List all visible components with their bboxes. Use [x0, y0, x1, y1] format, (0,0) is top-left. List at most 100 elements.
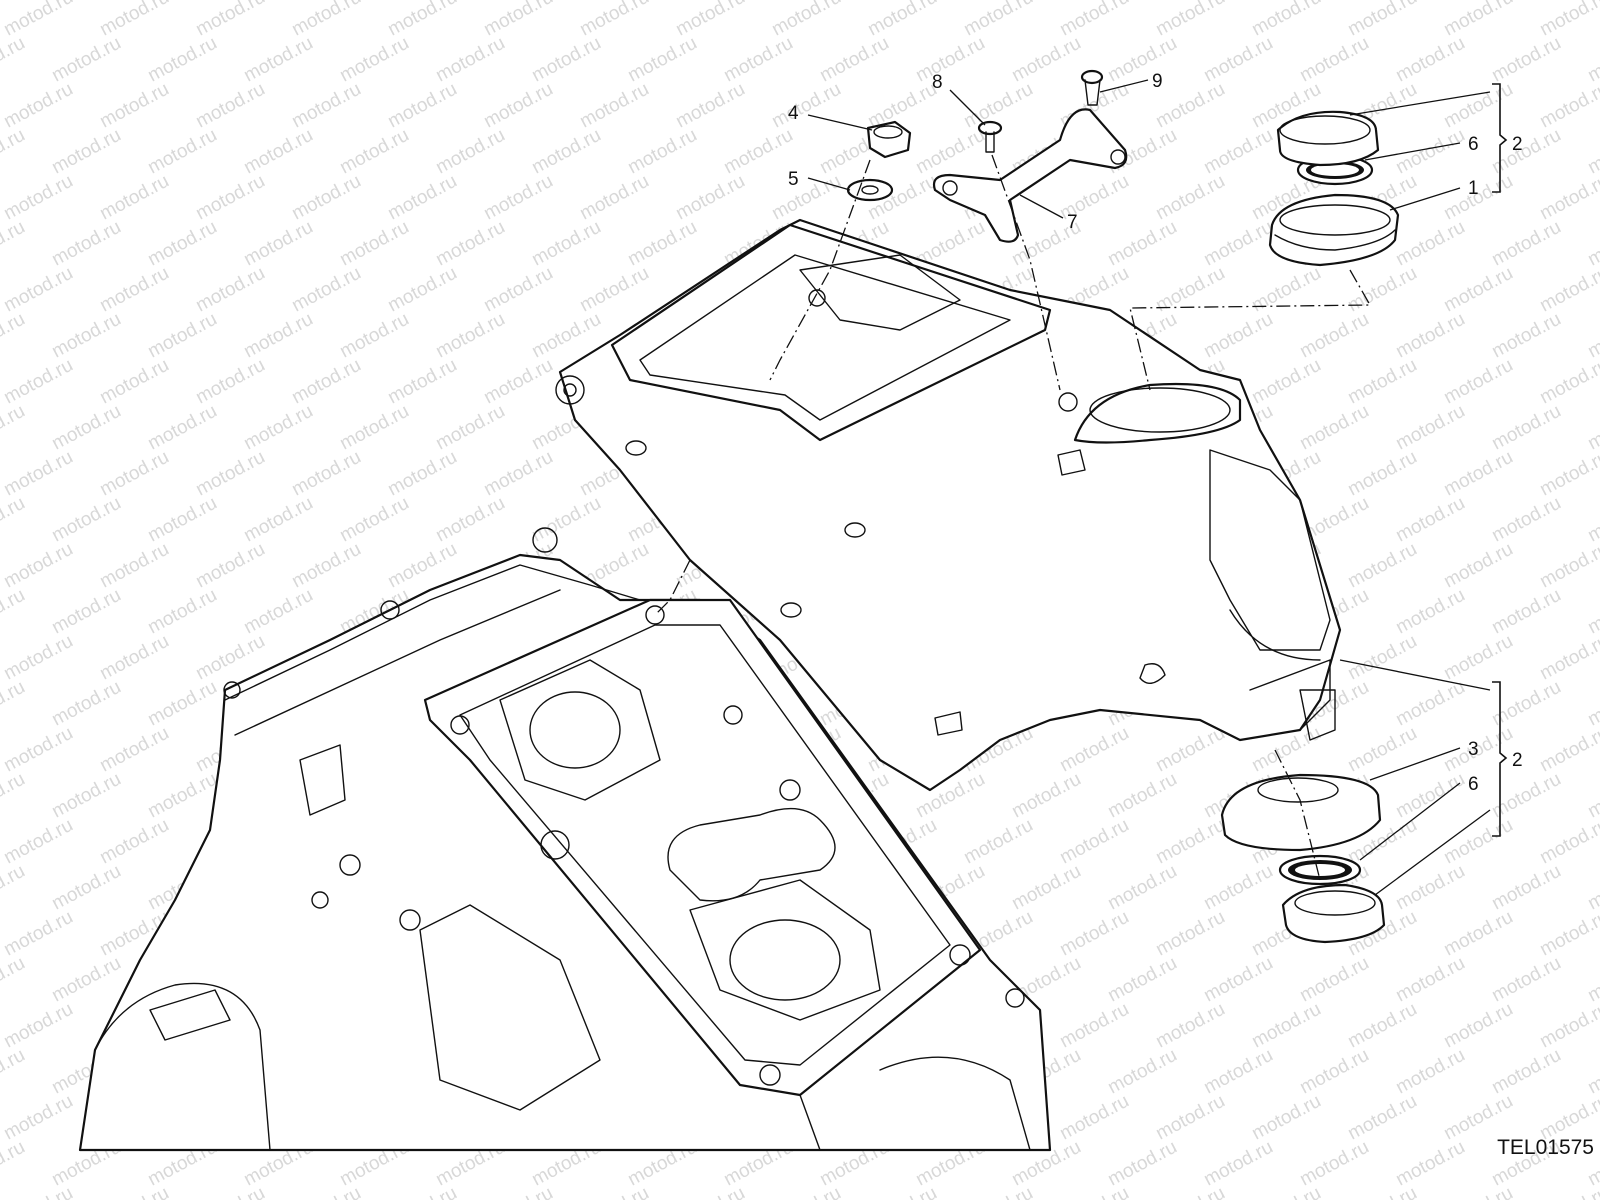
- watermark-text: motod.ru: [1440, 79, 1516, 133]
- part-lower-bearing: [1281, 883, 1386, 944]
- watermark-text: motod.ru: [192, 171, 268, 225]
- watermark-text: motod.ru: [816, 33, 892, 87]
- watermark-text: motod.ru: [1440, 907, 1516, 961]
- watermark-text: motod.ru: [384, 447, 460, 501]
- watermark-text: motod.ru: [1200, 125, 1276, 179]
- watermark-text: motod.ru: [240, 401, 316, 455]
- watermark-text: motod.ru: [0, 999, 76, 1053]
- watermark-text: motod.ru: [1344, 263, 1420, 317]
- watermark-text: motod.ru: [1392, 493, 1468, 547]
- watermark-text: motod.ru: [0, 1137, 29, 1191]
- watermark-text: motod.ru: [624, 217, 700, 271]
- watermark-text: motod.ru: [1152, 1091, 1228, 1145]
- watermark-text: motod.ru: [0, 447, 76, 501]
- watermark-text: motod.ru: [1200, 861, 1276, 915]
- watermark-text: motod.ru: [384, 0, 460, 40]
- watermark-text: motod.ru: [1392, 585, 1468, 639]
- watermark-text: motod.ru: [528, 217, 604, 271]
- watermark-text: motod.ru: [144, 401, 220, 455]
- watermark-text: motod.ru: [144, 33, 220, 87]
- watermark-text: motod.ru: [720, 33, 796, 87]
- watermark-text: motod.ru: [1104, 1137, 1180, 1191]
- watermark-text: motod.ru: [1344, 355, 1420, 409]
- watermark-text: motod.ru: [1584, 217, 1600, 271]
- watermark-text: motod.ru: [144, 125, 220, 179]
- watermark-text: motod.ru: [576, 1183, 652, 1200]
- watermark-text: motod.ru: [48, 309, 124, 363]
- watermark-text: motod.ru: [1488, 309, 1564, 363]
- watermark-text: motod.ru: [1392, 953, 1468, 1007]
- watermark-text: motod.ru: [336, 33, 412, 87]
- watermark-text: motod.ru: [1392, 309, 1468, 363]
- watermark-text: motod.ru: [192, 355, 268, 409]
- part-lower-cup: [1220, 773, 1382, 852]
- watermark-text: motod.ru: [384, 171, 460, 225]
- watermark-text: motod.ru: [0, 263, 76, 317]
- assembly-axes: [654, 154, 1372, 881]
- watermark-text: motod.ru: [672, 0, 748, 40]
- watermark-text: motod.ru: [1104, 861, 1180, 915]
- watermark-text: motod.ru: [1392, 125, 1468, 179]
- braces: [1492, 83, 1508, 837]
- watermark-text: motod.ru: [240, 585, 316, 639]
- watermark-text: motod.ru: [144, 309, 220, 363]
- watermark-text: motod.ru: [1008, 861, 1084, 915]
- watermark-text: motod.ru: [1440, 355, 1516, 409]
- watermark-text: motod.ru: [1152, 907, 1228, 961]
- watermark-text: motod.ru: [0, 861, 29, 915]
- watermark-text: motod.ru: [1488, 493, 1564, 547]
- watermark-text: motod.ru: [192, 1183, 268, 1200]
- watermark-text: motod.ru: [432, 309, 508, 363]
- watermark-text: motod.ru: [960, 0, 1036, 40]
- watermark-text: motod.ru: [288, 263, 364, 317]
- watermark-text: motod.ru: [288, 79, 364, 133]
- watermark-text: motod.ru: [1296, 401, 1372, 455]
- watermark-text: motod.ru: [1440, 539, 1516, 593]
- callout-6-upper: 6: [1468, 134, 1479, 155]
- watermark-text: motod.ru: [48, 217, 124, 271]
- watermark-text: motod.ru: [0, 815, 76, 869]
- watermark-text: motod.ru: [960, 815, 1036, 869]
- watermark-text: motod.ru: [0, 539, 76, 593]
- callout-4: 4: [788, 103, 799, 124]
- watermark-text: motod.ru: [1488, 33, 1564, 87]
- watermark-text: motod.ru: [96, 723, 172, 777]
- watermark-text: motod.ru: [1296, 1045, 1372, 1099]
- watermark-text: motod.ru: [1056, 1091, 1132, 1145]
- watermark-text: motod.ru: [1104, 769, 1180, 823]
- watermark-text: motod.ru: [1536, 171, 1600, 225]
- watermark-text: motod.ru: [1104, 953, 1180, 1007]
- watermark-text: motod.ru: [96, 447, 172, 501]
- callout-3: 3: [1468, 739, 1479, 760]
- watermark-text: motod.ru: [528, 125, 604, 179]
- watermark-text: motod.ru: [144, 677, 220, 731]
- watermark-text: motod.ru: [1152, 0, 1228, 40]
- watermark-text: motod.ru: [1536, 263, 1600, 317]
- watermark-text: motod.ru: [1344, 0, 1420, 40]
- watermark-text: motod.ru: [1440, 447, 1516, 501]
- watermark-text: motod.ru: [0, 0, 76, 40]
- watermark-text: motod.ru: [864, 0, 940, 40]
- watermark-text: motod.ru: [1200, 309, 1276, 363]
- watermark-text: motod.ru: [1584, 861, 1600, 915]
- watermark-text: motod.ru: [1200, 217, 1276, 271]
- watermark-text: motod.ru: [1488, 861, 1564, 915]
- watermark-text: motod.ru: [1392, 769, 1468, 823]
- watermark-text: motod.ru: [576, 0, 652, 40]
- watermark-text: motod.ru: [288, 355, 364, 409]
- watermark-text: motod.ru: [0, 309, 29, 363]
- callout-1: 1: [1468, 178, 1479, 199]
- watermark-text: motod.ru: [48, 493, 124, 547]
- watermark-text: motod.ru: [144, 217, 220, 271]
- watermark-text: motod.ru: [192, 0, 268, 40]
- watermark-text: motod.ru: [0, 677, 29, 731]
- watermark-text: motod.ru: [0, 585, 29, 639]
- watermark-text: motod.ru: [480, 263, 556, 317]
- watermark-text: motod.ru: [0, 631, 76, 685]
- watermark-text: motod.ru: [336, 401, 412, 455]
- watermark-text: motod.ru: [432, 401, 508, 455]
- watermark-text: motod.ru: [1152, 171, 1228, 225]
- watermark-text: motod.ru: [1584, 493, 1600, 547]
- watermark-text: motod.ru: [1248, 263, 1324, 317]
- watermark-text: motod.ru: [480, 171, 556, 225]
